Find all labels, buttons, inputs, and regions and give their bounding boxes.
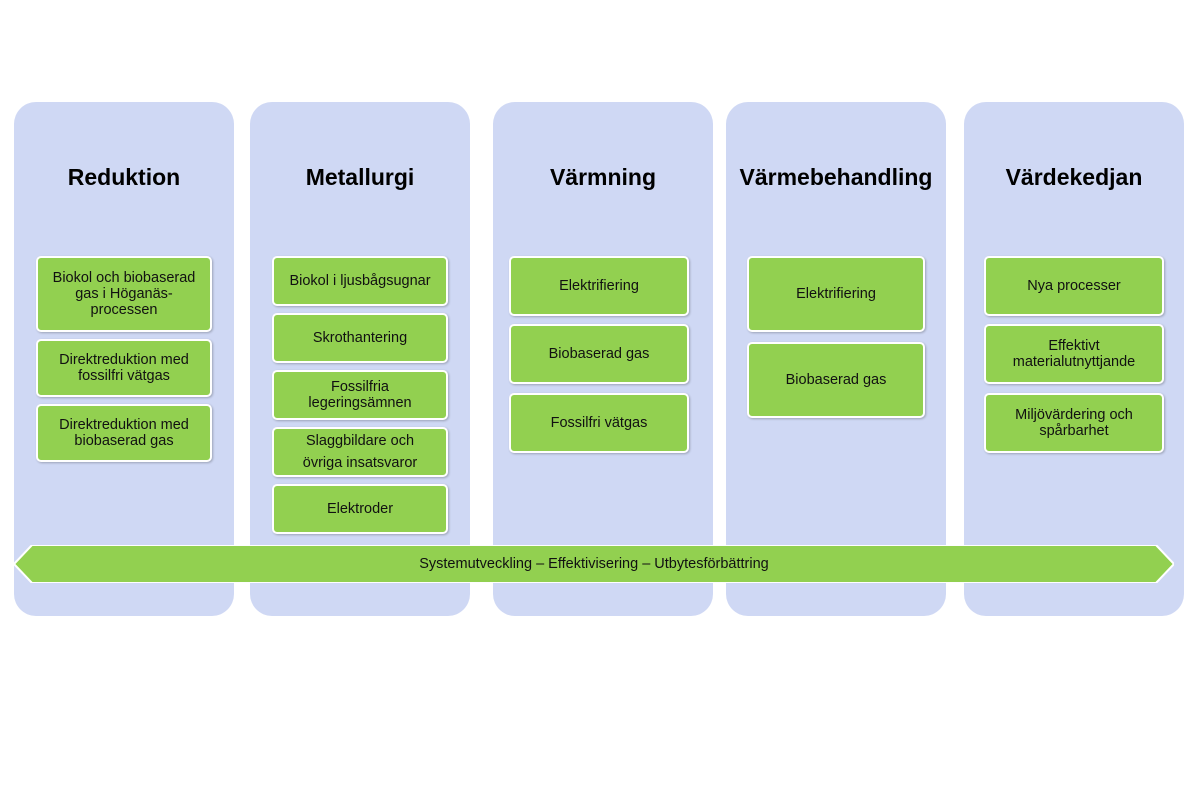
item-metallurgi-2: Skrothantering [272,313,448,363]
column-reduktion: Reduktion Biokol och biobaserad gas i Hö… [14,102,234,616]
item-varmning-1: Elektrifiering [509,256,689,316]
double-arrow-shape [14,545,1174,583]
item-vardekedjan-2: Effektivt materialutnyttjande [984,324,1164,384]
column-varmebehandling: Värmebehandling Elektrifiering Biobasera… [726,102,946,616]
item-varmebehandling-1: Elektrifiering [747,256,925,332]
column-title-metallurgi: Metallurgi [305,164,415,190]
item-metallurgi-1: Biokol i ljusbågsugnar [272,256,448,306]
column-varmning: Värmning Elektrifiering Biobaserad gas F… [493,102,713,616]
column-title-varmebehandling: Värmebehandling [739,164,933,190]
column-metallurgi: Metallurgi Biokol i ljusbågsugnar Skroth… [250,102,470,616]
item-vardekedjan-1: Nya processer [984,256,1164,316]
item-reduktion-1: Biokol och biobaserad gas i Höganäs- pro… [36,256,212,332]
item-metallurgi-5: Elektroder [272,484,448,534]
item-vardekedjan-3: Miljövärdering och spårbarhet [984,393,1164,453]
item-reduktion-3: Direktreduktion med biobaserad gas [36,404,212,462]
column-title-varmning: Värmning [549,164,657,190]
column-title-reduktion: Reduktion [67,164,181,190]
column-vardekedjan: Värdekedjan Nya processer Effektivt mate… [964,102,1184,616]
item-varmebehandling-2: Biobaserad gas [747,342,925,418]
item-varmning-3: Fossilfri vätgas [509,393,689,453]
system-development-band: Systemutveckling – Effektivisering – Utb… [14,545,1174,583]
item-varmning-2: Biobaserad gas [509,324,689,384]
item-metallurgi-3: Fossilfria legeringsämnen [272,370,448,420]
item-reduktion-2: Direktreduktion med fossilfri vätgas [36,339,212,397]
item-metallurgi-4: Slaggbildare och övriga insatsvaror [272,427,448,477]
column-title-vardekedjan: Värdekedjan [1005,164,1143,190]
band-label: Systemutveckling – Effektivisering – Utb… [419,556,769,572]
